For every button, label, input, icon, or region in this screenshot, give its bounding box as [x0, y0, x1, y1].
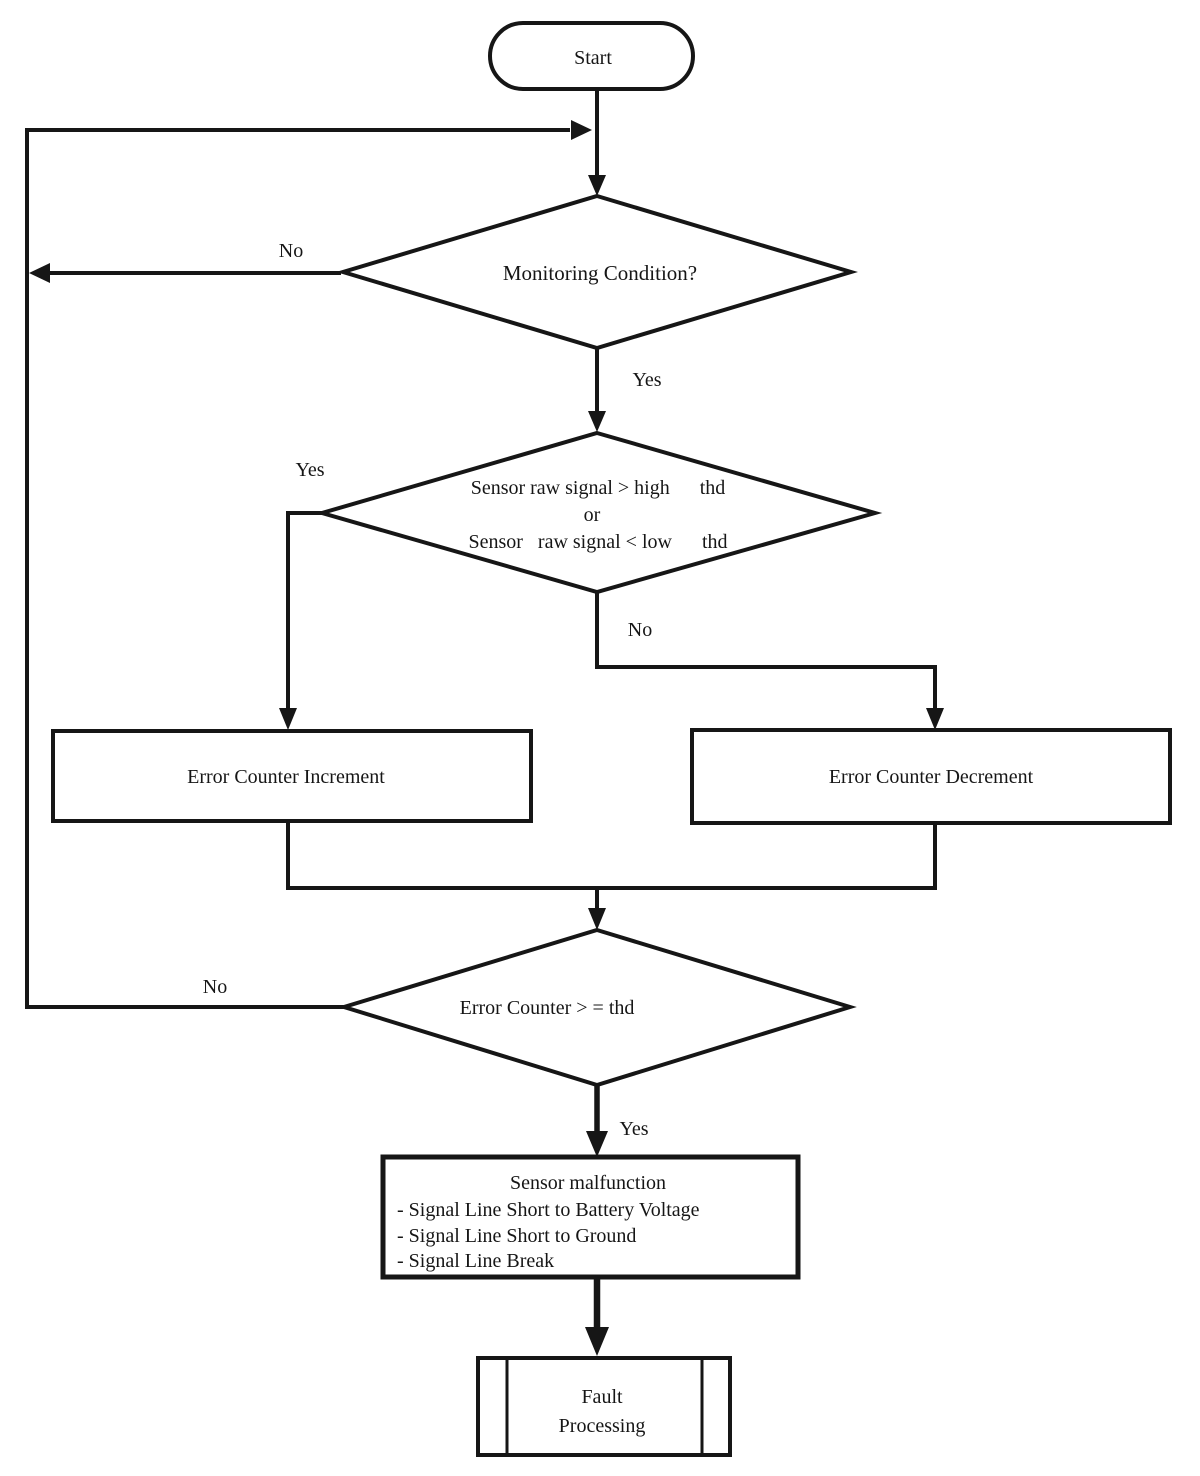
monitoring-label: Monitoring Condition? [503, 261, 697, 285]
arrowhead-into-malfunction [586, 1131, 608, 1157]
error-increment-label: Error Counter Increment [187, 766, 385, 788]
signal-check-line3: Sensor raw signal < low thd [468, 531, 727, 553]
error-decrement-label: Error Counter Decrement [829, 766, 1034, 788]
sensor-malfunction-box [380, 1154, 801, 1280]
label-monitoring-no: No [279, 240, 303, 262]
edge-merge-bar [286, 821, 937, 890]
error-increment-box [51, 729, 533, 823]
edge-signal-yes [286, 511, 322, 714]
arrowhead-into-counter-check [588, 908, 606, 930]
counter-threshold-diamond [337, 927, 857, 1088]
start-label: Start [574, 47, 612, 69]
malfunction-item-break: - Signal Line Break [397, 1250, 554, 1272]
label-counter-no: No [203, 976, 227, 998]
arrowhead-into-monitoring [588, 175, 606, 196]
malfunction-item-battery: - Signal Line Short to Battery Voltage [397, 1199, 700, 1221]
fault-processing-box [476, 1356, 732, 1457]
monitoring-condition-diamond [336, 193, 858, 351]
arrowhead-into-decrement [926, 708, 944, 730]
arrowhead-loopback-right [571, 120, 592, 140]
signal-threshold-diamond [314, 430, 883, 595]
arrowhead-into-signal-check [588, 411, 606, 432]
arrowhead-into-increment [279, 708, 297, 730]
fault-processing-line2: Processing [559, 1415, 646, 1437]
signal-check-line2: or [584, 504, 601, 526]
label-counter-yes: Yes [619, 1118, 648, 1140]
fault-processing-line1: Fault [581, 1386, 623, 1408]
error-decrement-box [690, 728, 1172, 825]
start-terminator [488, 21, 695, 91]
arrowhead-into-fault-processing [585, 1327, 609, 1356]
malfunction-item-ground: - Signal Line Short to Ground [397, 1225, 636, 1247]
label-monitoring-yes: Yes [632, 369, 661, 391]
signal-check-line1: Sensor raw signal > high thd [471, 477, 726, 499]
label-signal-yes: Yes [295, 459, 324, 481]
label-signal-no: No [628, 619, 652, 641]
malfunction-title: Sensor malfunction [510, 1172, 666, 1194]
arrowhead-monitoring-no-left [29, 263, 50, 283]
counter-check-label: Error Counter > = thd [460, 997, 635, 1019]
edge-loopback-rail [25, 128, 570, 1009]
edge-signal-no [595, 592, 937, 714]
